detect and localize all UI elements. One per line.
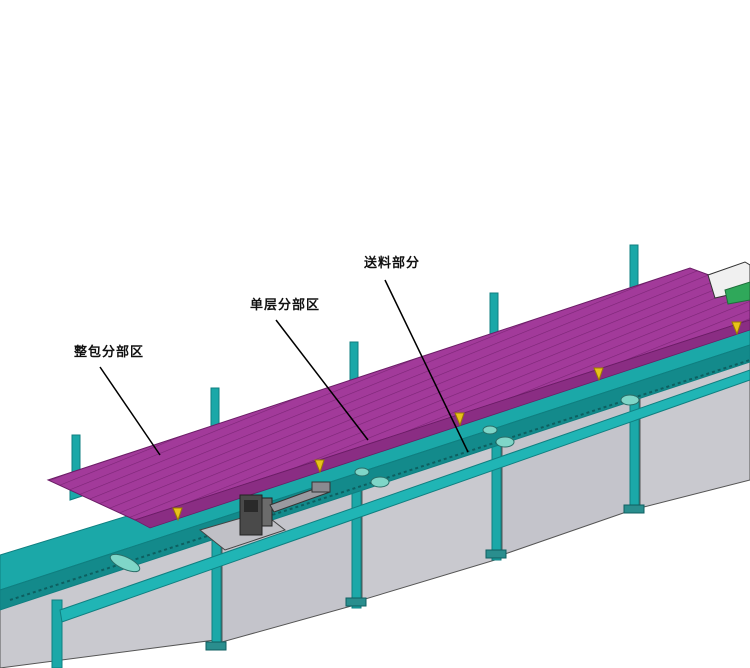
label-bundle-division: 整包分部区 <box>73 344 144 360</box>
hopper <box>707 261 750 305</box>
label-feeding-section: 送料部分 <box>363 255 420 271</box>
callout-lines <box>99 279 469 456</box>
carriage-unit <box>198 481 331 551</box>
rollers <box>109 394 640 573</box>
leg-feet <box>205 504 645 651</box>
yellow-markers <box>172 321 742 522</box>
label-single-layer-division: 单层分部区 <box>250 297 320 313</box>
